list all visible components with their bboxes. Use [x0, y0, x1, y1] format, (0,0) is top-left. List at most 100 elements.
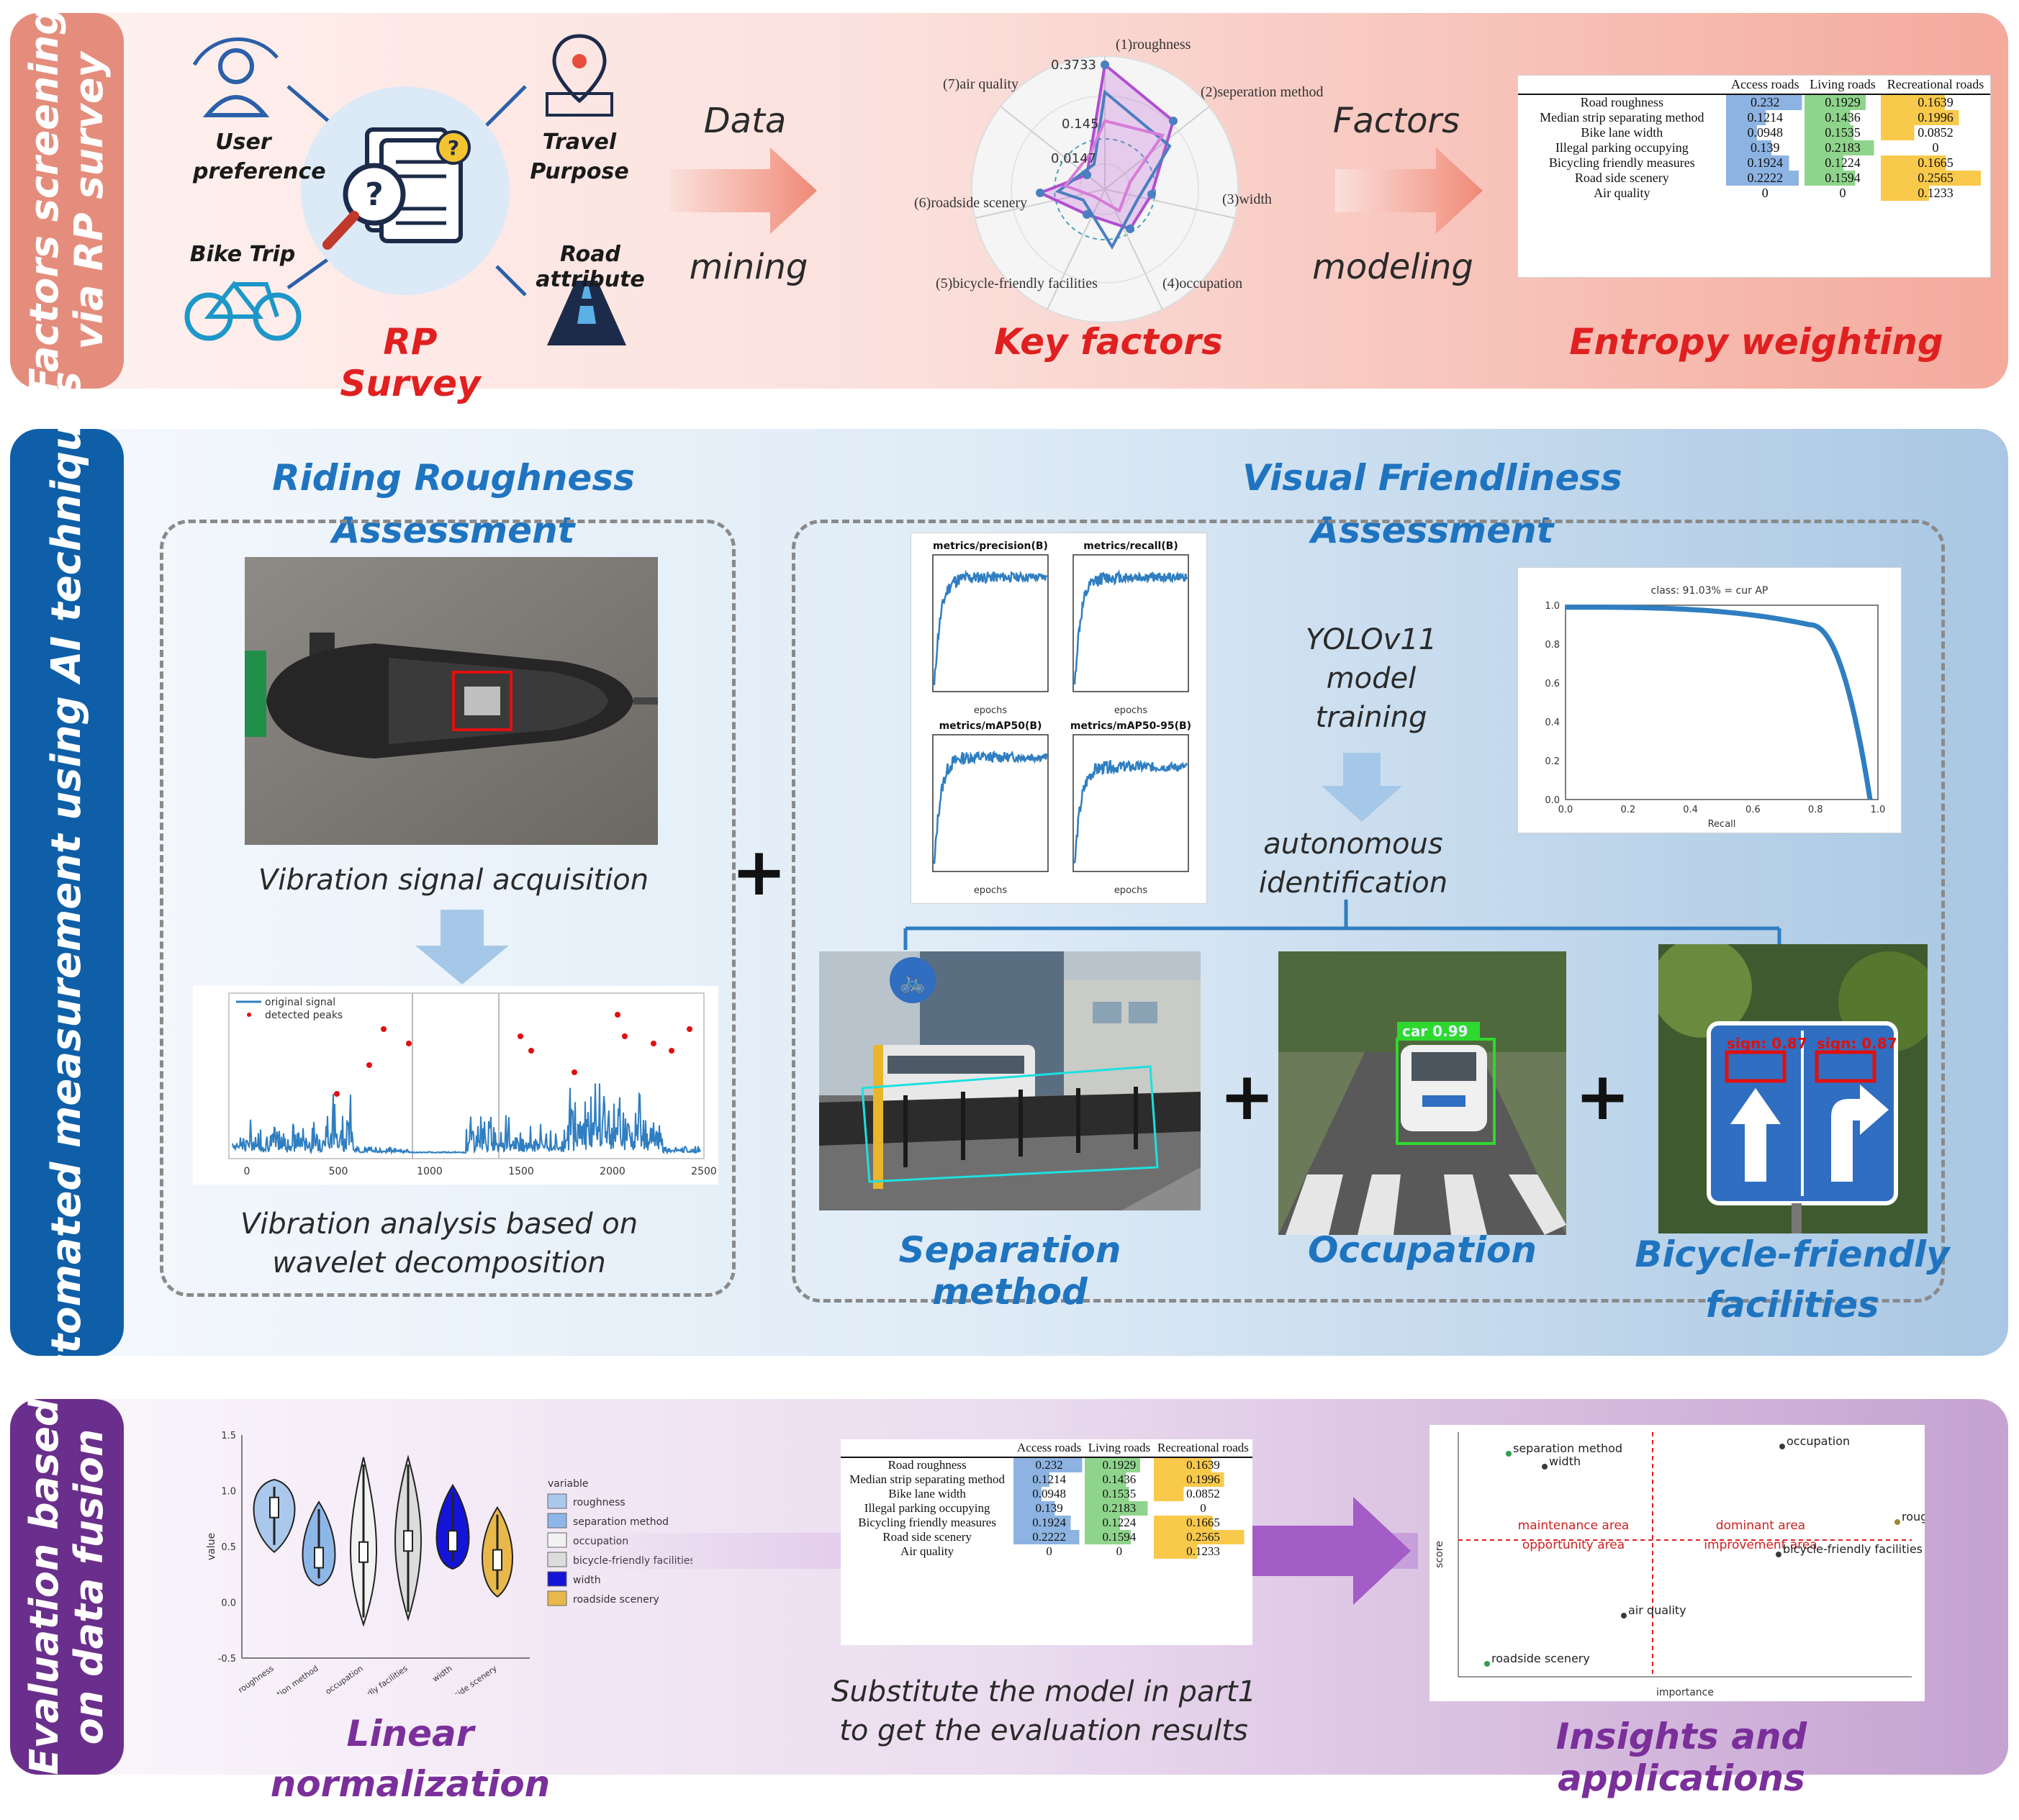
- legend-label: roadside scenery: [573, 1594, 659, 1606]
- table-cell: 0.1924: [1725, 155, 1805, 171]
- down-arrow-icon: [1322, 753, 1402, 822]
- metric-subplot: metrics/recall(B)epochs: [1072, 540, 1189, 716]
- row-label: Median strip separating method: [849, 1472, 1005, 1486]
- section-title-line: on data fusion: [66, 1429, 112, 1745]
- table-cell: 0: [1116, 1544, 1123, 1558]
- table-cell: 0.1224: [1084, 1516, 1154, 1530]
- wavelet-caption: Vibration analysis based on wavelet deco…: [216, 1205, 662, 1282]
- x-axis-label: Recall: [1708, 819, 1736, 830]
- legend-label: width: [573, 1575, 601, 1586]
- user-preference-label: User preference: [193, 130, 326, 184]
- x-tick-label: 2000: [600, 1166, 625, 1177]
- connector-bracket: [903, 900, 1781, 950]
- legend-title: variable: [548, 1478, 588, 1490]
- fusion-table-panel: Access roads Living roads Recreational r…: [841, 1439, 1252, 1645]
- x-tick-label: roughness: [236, 1664, 275, 1694]
- caption-line: to get the evaluation results: [839, 1714, 1248, 1747]
- quadrant-label: improvement area: [1704, 1538, 1817, 1552]
- document-search-icon: ? ?: [322, 127, 471, 250]
- table-cell: 0.1665: [1153, 1516, 1252, 1530]
- x-tick-label: width: [430, 1664, 453, 1684]
- road-attribute-label: Road attribute: [536, 242, 645, 292]
- table-cell: 0: [1761, 186, 1769, 200]
- bicycle-facilities-title: Bicycle-friendly facilities: [1627, 1229, 1958, 1330]
- mining-label: mining: [689, 247, 808, 287]
- svg-text:?: ?: [448, 136, 459, 160]
- radar-axis-label: (4)occupation: [1162, 276, 1242, 291]
- scatter-point: [1776, 1552, 1781, 1557]
- table-cell: 0: [1046, 1544, 1052, 1558]
- x-tick-label: 0: [244, 1166, 250, 1177]
- table-cell: 0: [1200, 1501, 1206, 1515]
- x-tick-label: 0.4: [1683, 805, 1698, 815]
- table-cell: 0.1594: [1804, 171, 1882, 186]
- table-cell: 0.2222: [1013, 1530, 1085, 1544]
- table-cell: 0.139: [1013, 1501, 1085, 1516]
- table-cell: 0.1224: [1804, 155, 1882, 171]
- legend-label: detected peaks: [265, 1010, 343, 1021]
- y-axis-label: value: [206, 1533, 217, 1560]
- x-axis-label: importance: [1656, 1687, 1714, 1698]
- table-cell: 0.0948: [1725, 125, 1805, 140]
- radar-axis-label: (1)roughness: [1116, 37, 1191, 53]
- table-cell: 0.2183: [1804, 140, 1882, 155]
- metric-title: metrics/mAP50(B): [939, 720, 1042, 732]
- x-tick-label: 1500: [508, 1166, 534, 1177]
- violin-chart: 1.51.00.50.0-0.5valueroughnessseparation…: [206, 1431, 695, 1726]
- column-header: Living roads: [1804, 76, 1882, 95]
- table-cell: 0.2565: [1153, 1530, 1252, 1544]
- substitute-caption: Substitute the model in part1 to get the…: [806, 1672, 1281, 1750]
- entropy-weighting-title: Entropy weighting: [1569, 321, 1943, 363]
- x-tick-label: 0.8: [1808, 805, 1823, 815]
- title-line: Bicycle-friendly: [1635, 1233, 1950, 1275]
- peak-marker: [687, 1026, 692, 1032]
- training-metrics-charts: metrics/precision(B)epochsmetrics/recall…: [932, 540, 1191, 896]
- text-line: training: [1315, 701, 1427, 734]
- table-cell: 0.1665: [1881, 155, 1990, 171]
- scatter-point: [1542, 1464, 1548, 1470]
- x-tick-label: 0.2: [1620, 805, 1635, 815]
- radar-axis-label: (2)seperation method: [1201, 84, 1324, 100]
- y-tick-label: 0.0: [221, 1598, 236, 1609]
- violin-box: [403, 1530, 413, 1552]
- bike-trip-label: Bike Trip: [189, 242, 296, 267]
- y-tick-label: 1.5: [221, 1431, 236, 1441]
- row-label: Road roughness: [1580, 95, 1664, 109]
- x-tick-label: 0.6: [1745, 805, 1761, 815]
- road-icon: [547, 281, 626, 345]
- table-cell: 0.139: [1725, 140, 1805, 155]
- table-cell: 0.1214: [1725, 110, 1805, 125]
- violin-box: [448, 1530, 458, 1552]
- point-label: roadside scenery: [1491, 1652, 1590, 1665]
- row-label: Air quality: [1594, 186, 1650, 200]
- legend-label: separation method: [573, 1516, 669, 1528]
- column-header: Access roads: [1013, 1439, 1085, 1458]
- x-axis-label: epochs: [1114, 705, 1148, 716]
- plus-icon: +: [731, 833, 787, 910]
- x-axis-label: epochs: [1114, 885, 1148, 896]
- table-cell: 0.0852: [1153, 1487, 1252, 1501]
- row-label: Bike lane width: [888, 1487, 966, 1500]
- radar-axis-label: (6)roadside scenery: [914, 195, 1027, 211]
- point-label: width: [1549, 1454, 1581, 1468]
- metric-subplot: metrics/mAP50(B)epochs: [932, 720, 1049, 896]
- row-label: Bike lane width: [1581, 125, 1663, 140]
- point-label: separation method: [1513, 1441, 1622, 1455]
- peak-marker: [528, 1048, 534, 1054]
- violin-box: [358, 1541, 369, 1563]
- key-factors-title: Key factors: [994, 321, 1223, 363]
- x-axis-label: epochs: [974, 705, 1008, 716]
- row-label: Median strip separating method: [1540, 110, 1704, 124]
- title-line: Assessment: [332, 509, 575, 551]
- caption-line: Substitute the model in part1: [831, 1675, 1257, 1708]
- occupation-title: Occupation: [1308, 1229, 1537, 1271]
- peak-marker: [622, 1033, 628, 1039]
- violin-box: [314, 1547, 324, 1569]
- column-header: Access roads: [1725, 76, 1805, 95]
